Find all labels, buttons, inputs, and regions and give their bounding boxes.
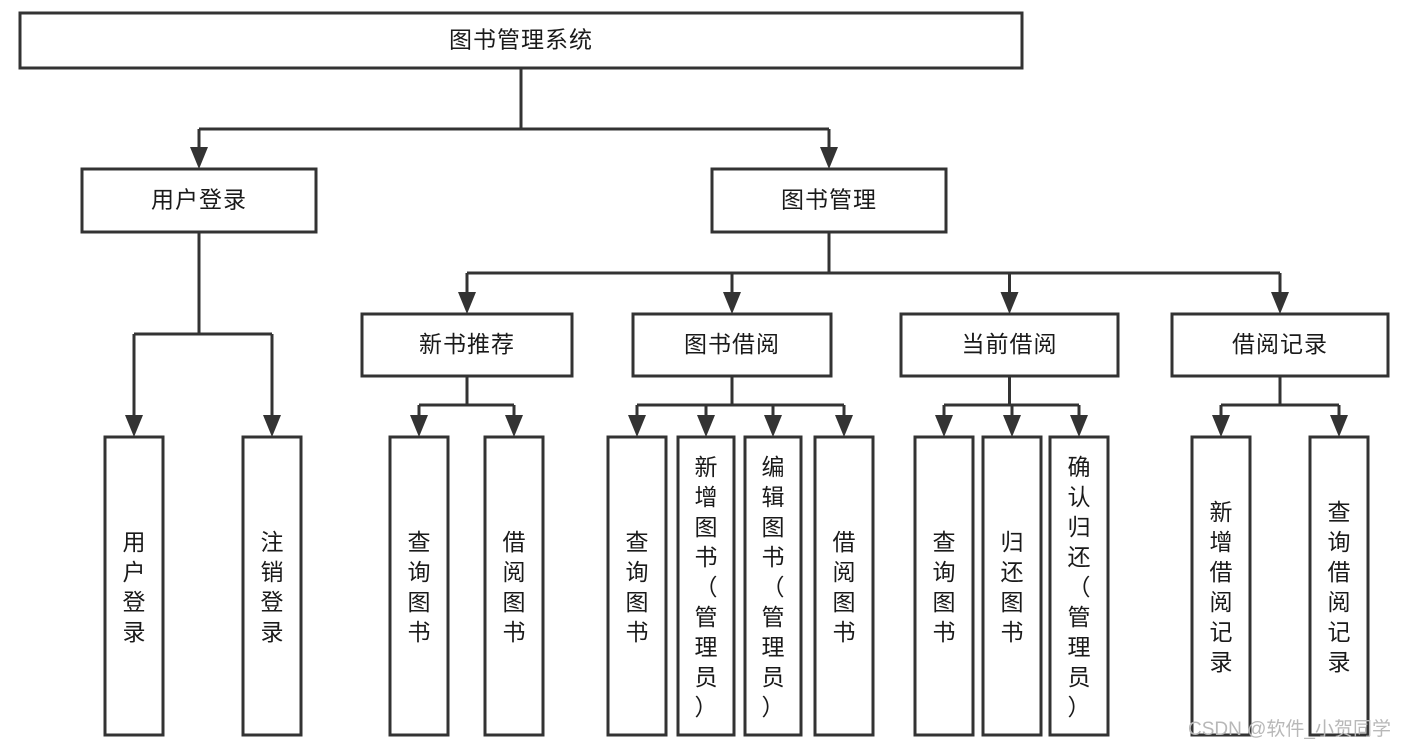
node-box — [913, 435, 975, 737]
flow-node-leaf-add-book[interactable]: 新增图书（管理员） — [676, 435, 736, 737]
arrow-head-icon — [628, 415, 646, 437]
arrow-head-icon — [410, 415, 428, 437]
node-label: 新书推荐 — [419, 331, 515, 357]
arrow-head-icon — [764, 415, 782, 437]
node-box — [813, 435, 875, 737]
flow-node-book-borrow[interactable]: 图书借阅 — [631, 312, 833, 378]
node-box — [1048, 435, 1110, 737]
arrow-head-icon — [1271, 292, 1289, 314]
flow-node-leaf-confirm-return[interactable]: 确认归还（管理员） — [1048, 435, 1110, 737]
node-box — [1190, 435, 1252, 737]
flow-node-leaf-query-record[interactable]: 查询借阅记录 — [1308, 435, 1370, 737]
arrow-head-icon — [1212, 415, 1230, 437]
connector-layer — [125, 68, 1348, 437]
node-label: 编辑图书（管理员） — [762, 454, 785, 720]
node-box — [18, 11, 1024, 70]
flow-node-new-book-rec[interactable]: 新书推荐 — [360, 312, 574, 378]
node-label: 归还图书 — [1001, 529, 1024, 645]
flow-node-leaf-borrow-book-1[interactable]: 借阅图书 — [483, 435, 545, 737]
node-label: 借阅图书 — [503, 529, 526, 645]
node-label: 图书管理 — [781, 187, 877, 213]
node-label: 查询借阅记录 — [1328, 499, 1351, 675]
node-label: 查询图书 — [626, 529, 649, 645]
node-box — [710, 167, 948, 234]
node-box — [676, 435, 736, 737]
flow-node-book-manage[interactable]: 图书管理 — [710, 167, 948, 234]
arrow-head-icon — [263, 415, 281, 437]
node-box — [1308, 435, 1370, 737]
node-label: 新增图书（管理员） — [695, 454, 718, 720]
flow-node-leaf-edit-book[interactable]: 编辑图书（管理员） — [743, 435, 803, 737]
arrow-head-icon — [1070, 415, 1088, 437]
flow-node-current-borrow[interactable]: 当前借阅 — [899, 312, 1120, 378]
arrow-head-icon — [1003, 415, 1021, 437]
node-label: 当前借阅 — [962, 331, 1058, 357]
node-label: 用户登录 — [123, 529, 146, 645]
flow-node-leaf-logout[interactable]: 注销登录 — [241, 435, 303, 737]
arrow-head-icon — [820, 147, 838, 169]
node-box — [80, 167, 318, 234]
node-box — [388, 435, 450, 737]
arrow-head-icon — [1000, 292, 1019, 314]
arrow-head-icon — [835, 415, 853, 437]
node-box — [103, 435, 165, 737]
csdn-watermark: CSDN @软件_小贺同学 — [1188, 719, 1391, 740]
flow-node-leaf-add-record[interactable]: 新增借阅记录 — [1190, 435, 1252, 737]
node-box — [1170, 312, 1390, 378]
node-box — [483, 435, 545, 737]
flow-node-borrow-record[interactable]: 借阅记录 — [1170, 312, 1390, 378]
node-label: 图书借阅 — [684, 331, 780, 357]
node-layer: 图书管理系统用户登录图书管理新书推荐图书借阅当前借阅借阅记录用户登录注销登录查询… — [18, 11, 1390, 737]
arrow-head-icon — [935, 415, 953, 437]
node-label: 查询图书 — [933, 529, 956, 645]
flow-node-leaf-query-book-3[interactable]: 查询图书 — [913, 435, 975, 737]
flow-node-root[interactable]: 图书管理系统 — [18, 11, 1024, 70]
arrow-head-icon — [697, 415, 715, 437]
node-box — [899, 312, 1120, 378]
node-label: 借阅图书 — [833, 529, 856, 645]
node-label: 用户登录 — [151, 187, 247, 213]
arrow-head-icon — [723, 292, 741, 314]
node-label: 借阅记录 — [1232, 331, 1328, 357]
arrow-head-icon — [1330, 415, 1348, 437]
flow-node-leaf-query-book-2[interactable]: 查询图书 — [606, 435, 668, 737]
node-box — [981, 435, 1043, 737]
arrow-head-icon — [458, 292, 476, 314]
flow-node-leaf-borrow-book-2[interactable]: 借阅图书 — [813, 435, 875, 737]
node-label: 图书管理系统 — [449, 27, 593, 53]
flow-node-leaf-user-login[interactable]: 用户登录 — [103, 435, 165, 737]
node-box — [743, 435, 803, 737]
node-label: 确认归还（管理员） — [1068, 454, 1091, 720]
arrow-head-icon — [505, 415, 523, 437]
node-label: 新增借阅记录 — [1210, 499, 1233, 675]
flow-node-leaf-query-book-1[interactable]: 查询图书 — [388, 435, 450, 737]
node-box — [241, 435, 303, 737]
node-box — [606, 435, 668, 737]
node-label: 查询图书 — [408, 529, 431, 645]
flow-node-leaf-return-book[interactable]: 归还图书 — [981, 435, 1043, 737]
node-box — [360, 312, 574, 378]
node-box — [631, 312, 833, 378]
flow-node-user-login[interactable]: 用户登录 — [80, 167, 318, 234]
arrow-head-icon — [190, 147, 208, 169]
node-label: 注销登录 — [261, 529, 284, 645]
arrow-head-icon — [125, 415, 143, 437]
